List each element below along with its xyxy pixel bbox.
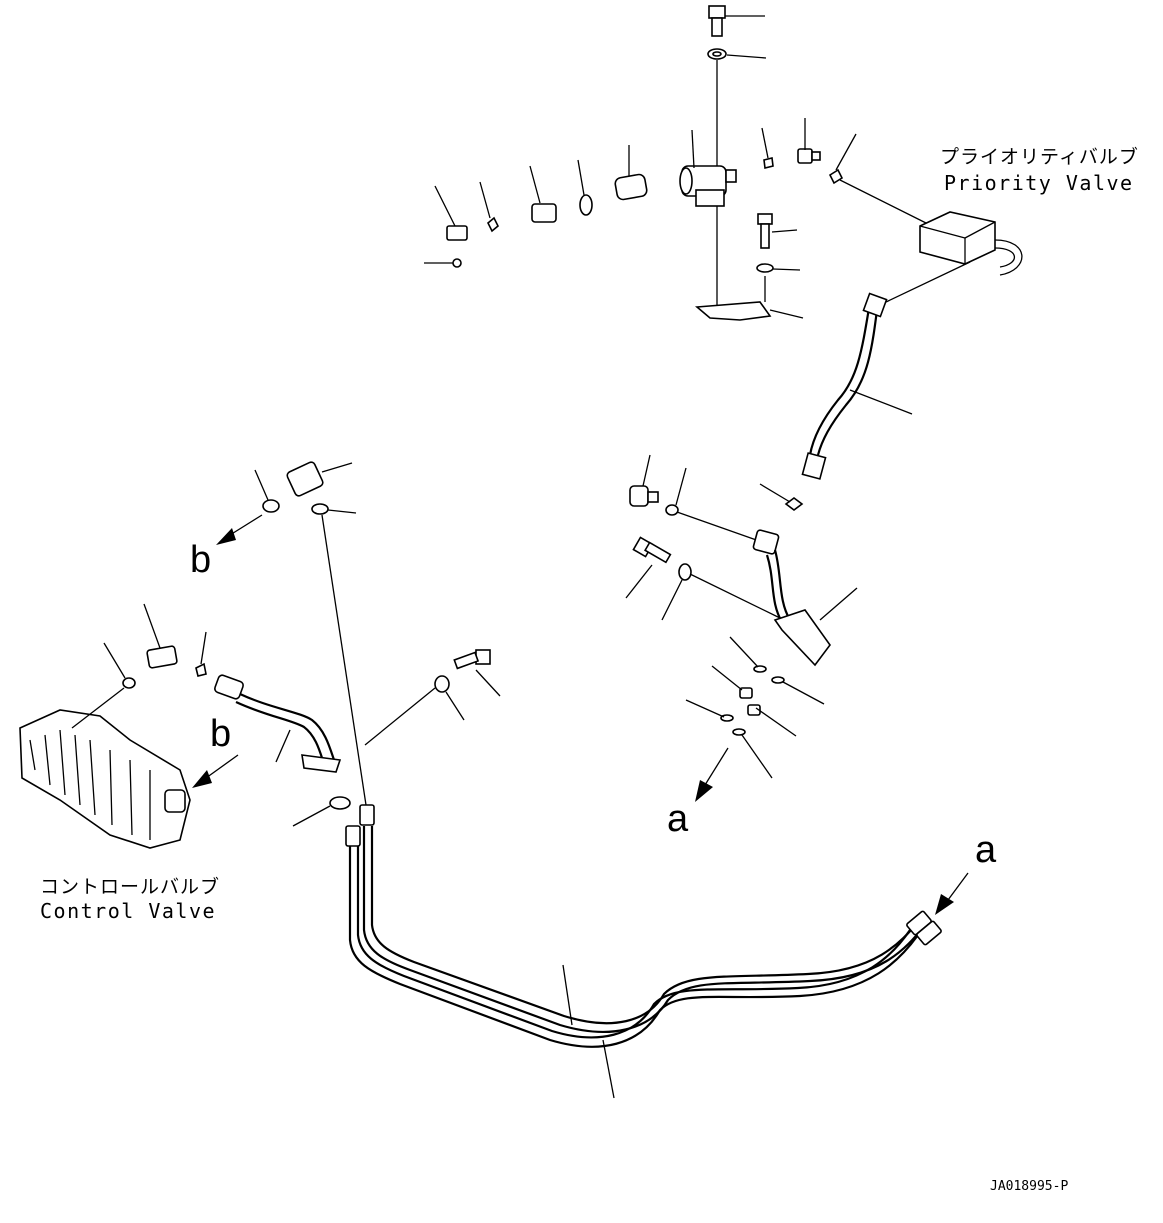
gasket-to-priority-icon xyxy=(828,133,931,226)
ref-b-label-upper: b xyxy=(190,539,211,581)
small-gasket-icon xyxy=(761,127,774,169)
long-double-hose xyxy=(345,804,942,1099)
ref-b-arrow-lower xyxy=(192,754,239,788)
top-bolt-icon xyxy=(708,5,765,37)
center-leader-line xyxy=(321,514,367,806)
control-valve-label-jp: コントロールバルブ xyxy=(40,875,220,898)
oring-right-icon xyxy=(759,483,804,511)
mid-washer-icon xyxy=(756,263,801,273)
control-valve-icon xyxy=(19,709,191,849)
priority-valve-icon xyxy=(919,211,1023,276)
sleeve-icon xyxy=(614,145,648,201)
tube-bracket-right-icon xyxy=(752,529,858,667)
priority-valve-label-en: Priority Valve xyxy=(944,171,1134,195)
drawing-number: JA018995-P xyxy=(990,1179,1068,1194)
control-valve-label-en: Control Valve xyxy=(40,899,216,923)
top-washer-icon xyxy=(707,48,767,60)
mounting-bracket-icon xyxy=(695,276,804,321)
ref-a-arrow-right xyxy=(935,872,969,915)
priority-hose-leader xyxy=(885,261,971,303)
washer-right-icon xyxy=(661,563,781,621)
union-fitting-icon xyxy=(529,165,557,223)
priority-valve-label-jp: プライオリティバルブ xyxy=(940,145,1139,168)
small-cap-icon xyxy=(424,258,462,268)
oring-small-icon xyxy=(479,181,499,233)
washer-b-icon xyxy=(311,503,357,515)
washer-left-icon xyxy=(364,675,465,746)
ref-a-arrow-center xyxy=(695,747,729,802)
ref-b-arrow-upper xyxy=(216,514,263,545)
oring-left-icon xyxy=(71,642,136,729)
oring-plug-icon xyxy=(665,467,763,543)
ref-a-label-right: a xyxy=(975,829,997,871)
solenoid-valve-icon xyxy=(679,129,737,207)
elbow-left-icon xyxy=(143,603,178,669)
fitting-cluster-icon xyxy=(685,636,825,779)
ref-a-label-center: a xyxy=(667,798,689,840)
oring-b-icon xyxy=(254,469,280,513)
bolt-right-icon xyxy=(625,536,672,599)
cap-left-icon xyxy=(292,796,351,827)
hose-upper-right xyxy=(801,292,913,480)
elbow-fitting-left-icon xyxy=(434,185,468,241)
connector-b-icon xyxy=(286,461,353,497)
ref-b-label-lower: b xyxy=(210,713,231,755)
bolt-left-icon xyxy=(453,649,501,697)
mid-bolt-icon xyxy=(757,213,798,249)
tube-left-icon xyxy=(214,674,342,773)
oring-left-2-icon xyxy=(195,631,207,677)
plug-right-icon xyxy=(629,454,659,507)
oring-mid-icon xyxy=(577,159,593,216)
elbow-fitting-top-icon xyxy=(797,118,821,164)
